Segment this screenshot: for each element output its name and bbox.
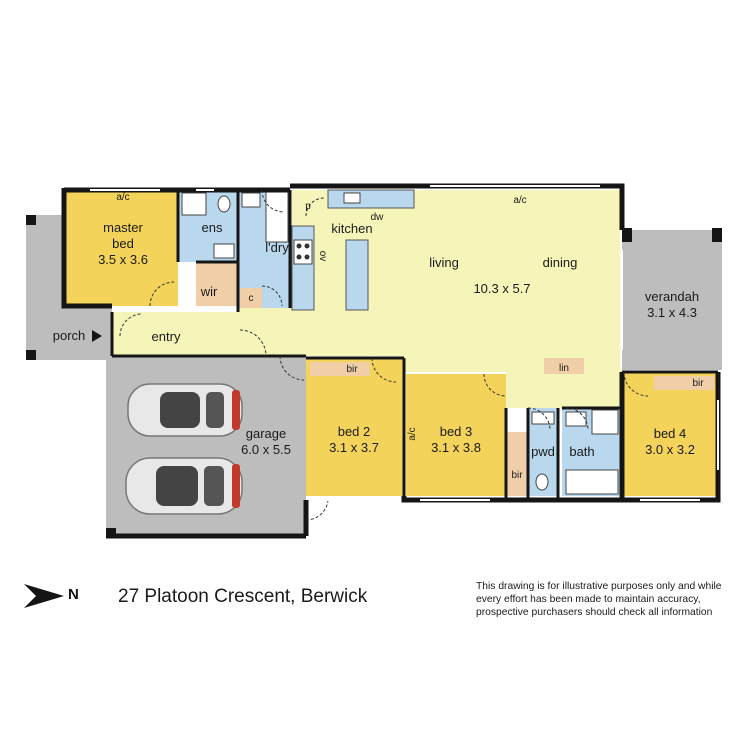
bed3-room — [406, 374, 506, 496]
dw-label: dw — [371, 212, 385, 223]
garage-size: 6.0 x 5.5 — [241, 442, 291, 457]
disclaimer-text: This drawing is for illustrative purpose… — [476, 581, 722, 618]
kitchen-sink — [343, 192, 361, 204]
pantry-label: p — [305, 201, 311, 212]
property-address: 27 Platoon Crescent, Berwick — [118, 586, 368, 607]
living-ac-label: a/c — [513, 195, 526, 206]
living-label: living — [429, 255, 459, 270]
living-size: 10.3 x 5.7 — [473, 281, 530, 296]
bed4-room — [622, 372, 718, 496]
pwd-label: pwd — [531, 444, 555, 459]
bed2-size: 3.1 x 3.7 — [329, 440, 379, 455]
north-arrow-icon — [24, 584, 64, 608]
shower — [181, 192, 207, 216]
laundry-cupboard — [240, 288, 262, 308]
bed3-ac-label: a/c — [407, 427, 418, 440]
verandah-size: 3.1 x 4.3 — [647, 305, 697, 320]
bath-basin — [565, 411, 587, 427]
burner — [304, 243, 310, 249]
door-swings — [119, 189, 649, 521]
bed4-bir — [654, 376, 714, 390]
porch-label: porch — [53, 328, 86, 343]
master-ac-label: a/c — [116, 192, 129, 203]
verandah-area — [622, 230, 722, 370]
bath-label: bath — [569, 444, 594, 459]
hall-area — [506, 370, 622, 408]
entry-label: entry — [152, 329, 181, 344]
master-bed-size: 3.5 x 3.6 — [98, 252, 148, 267]
kitchen-side-bench — [291, 225, 315, 311]
laundry-label: l'dry — [265, 240, 289, 255]
dining-label: dining — [543, 255, 578, 270]
lin-label: lin — [559, 363, 569, 374]
car-icon — [125, 457, 243, 515]
ens-label: ens — [202, 220, 223, 235]
garage-label: garage — [246, 426, 286, 441]
toilet — [217, 195, 231, 213]
laundry-cupboard-label: c — [249, 293, 254, 304]
burner — [296, 243, 302, 249]
columns — [26, 215, 722, 538]
cooktop — [293, 239, 313, 265]
wir-label: wir — [200, 284, 218, 299]
bed3-bir-label: bir — [511, 470, 523, 481]
master-bed-name-1: master — [103, 220, 143, 235]
bed2-bir-label: bir — [346, 364, 358, 375]
oven-label: ov — [317, 251, 328, 262]
entry-arrow-icon — [92, 330, 102, 342]
bathtub — [565, 469, 619, 495]
master-bed-name-2: bed — [112, 236, 134, 251]
wir-room — [196, 262, 238, 306]
ens-basin — [213, 243, 235, 259]
bed4-size: 3.0 x 3.2 — [645, 442, 695, 457]
north-label: N — [68, 586, 79, 603]
room-labels: a/c master bed 3.5 x 3.6 ens wir l'dry c… — [53, 192, 704, 481]
bath-shower — [591, 409, 619, 435]
verandah-label: verandah — [645, 289, 699, 304]
windows — [90, 185, 719, 501]
car-icon — [127, 383, 243, 437]
kitchen-label: kitchen — [331, 221, 372, 236]
laundry-bench — [265, 191, 289, 243]
bed3-label: bed 3 — [440, 424, 473, 439]
kitchen-bench — [327, 189, 415, 209]
bed2-bir — [310, 362, 370, 376]
pwd-toilet — [535, 473, 549, 491]
lin-room — [544, 358, 584, 374]
burner — [304, 254, 310, 260]
bed2-room — [306, 358, 404, 496]
burner — [296, 254, 302, 260]
bed4-bir-label: bir — [692, 378, 704, 389]
bed3-bir — [506, 432, 528, 496]
bed3-size: 3.1 x 3.8 — [431, 440, 481, 455]
kitchen-island — [345, 239, 369, 311]
interior-walls — [110, 190, 718, 500]
bed4-label: bed 4 — [654, 426, 687, 441]
bed2-label: bed 2 — [338, 424, 371, 439]
laundry-tub — [241, 192, 261, 208]
